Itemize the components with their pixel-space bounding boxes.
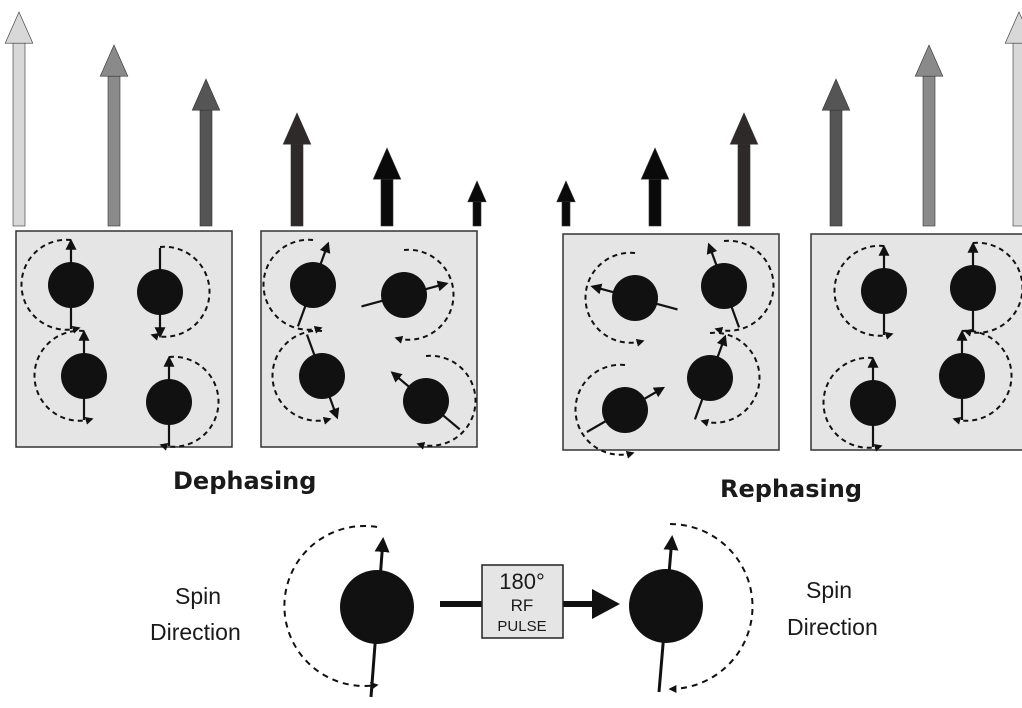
- pulse-angle: 180°: [499, 569, 545, 594]
- magnetization-arrow: [467, 180, 487, 227]
- spin: [574, 363, 666, 459]
- magnetization-arrow: [1004, 11, 1022, 227]
- pulse-arrow-head: [592, 589, 620, 619]
- dephasing-label: Dephasing: [173, 467, 316, 495]
- spin: [33, 329, 107, 425]
- spin: [950, 241, 1022, 337]
- pulse-box: [481, 564, 564, 639]
- spin: [361, 248, 455, 344]
- spin: [271, 329, 345, 425]
- spin: [137, 245, 211, 341]
- panel-dephasing: [260, 230, 478, 450]
- magnetization-arrow: [4, 11, 34, 227]
- rephasing-label: Rephasing: [720, 475, 862, 503]
- magnetization-arrow: [821, 78, 851, 227]
- magnetization-arrow: [556, 180, 576, 227]
- spin: [939, 329, 1013, 425]
- spin: [822, 356, 896, 452]
- magnetization-arrow: [640, 147, 670, 227]
- spin: [20, 238, 94, 334]
- spin: [701, 239, 775, 335]
- spin-vector-right: [657, 535, 679, 693]
- spin-direction-arc-right: [668, 523, 754, 693]
- spin-vector-left: [369, 537, 390, 698]
- spin: [687, 331, 761, 427]
- magnetization-arrows: [4, 11, 1022, 227]
- spin-panels: [15, 230, 1022, 459]
- spin: [833, 244, 907, 340]
- spin-direction-arc-left: [283, 525, 379, 690]
- spin-direction-right-line1: Spin: [806, 577, 852, 603]
- spin-direction-left-line2: Direction: [150, 619, 241, 645]
- magnetization-arrow: [729, 112, 759, 227]
- magnetization-arrow: [914, 44, 944, 227]
- magnetization-arrow: [372, 147, 402, 227]
- spin: [146, 355, 220, 451]
- magnetization-arrow: [282, 112, 312, 227]
- pulse-word: PULSE: [497, 618, 546, 635]
- spin-direction-left-line1: Spin: [175, 583, 221, 609]
- spin: [390, 354, 477, 450]
- magnetization-arrow: [191, 78, 221, 227]
- spin-direction-right-line2: Direction: [787, 614, 878, 640]
- spin: [584, 251, 678, 347]
- panel-rephased: [810, 233, 1022, 452]
- spin: [262, 238, 336, 334]
- pulse-illustration: 180° RF PULSE: [283, 523, 754, 698]
- panel-in-phase: [15, 230, 233, 451]
- magnetization-arrow: [99, 44, 129, 227]
- panel-rephasing: [562, 233, 780, 459]
- pulse-rf: RF: [511, 596, 534, 615]
